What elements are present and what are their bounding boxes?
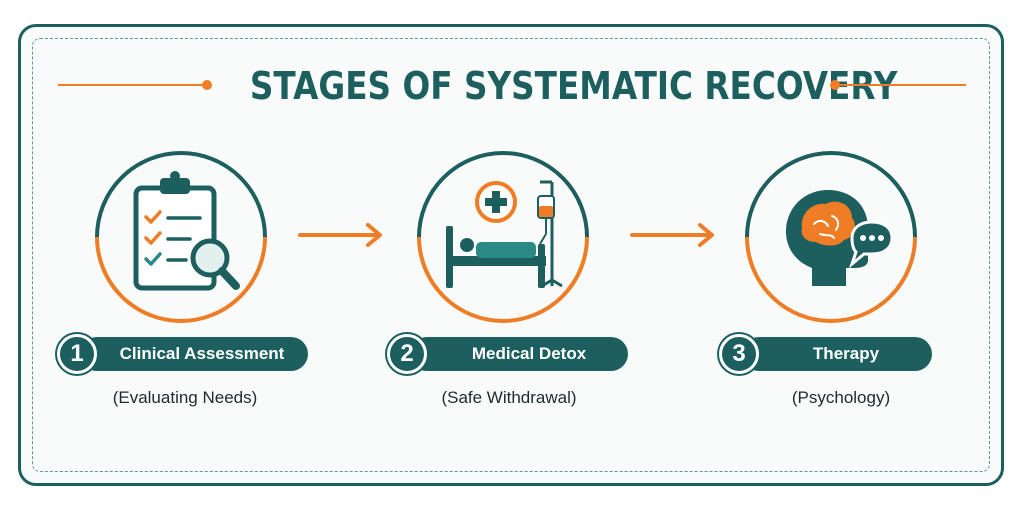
- stage-2-subtitle: (Safe Withdrawal): [441, 388, 577, 407]
- stage-1-number: 1: [57, 334, 97, 374]
- stage-1-label-pill: [80, 337, 308, 371]
- arrow-right-icon: [298, 223, 382, 247]
- stage-2-label-pill: [410, 337, 628, 371]
- title-dot-right: [830, 80, 840, 90]
- stage-3-circle: [745, 151, 917, 323]
- title-rule-right: [836, 84, 966, 86]
- stage-1-label: Clinical Assessment: [119, 344, 285, 363]
- head-brain-speech-icon: [786, 190, 894, 286]
- stage-3-label-pill: [742, 337, 932, 371]
- stage-3-subtitle: (Psychology): [791, 388, 891, 407]
- clipboard-magnifier-icon: [133, 171, 240, 291]
- page-title: STAGES OF SYSTEMATIC RECOVERY: [249, 64, 898, 108]
- stage-2-label: Medical Detox: [471, 344, 587, 363]
- stage-3-label: Therapy: [812, 344, 880, 363]
- stage-3-number: 3: [719, 334, 759, 374]
- title-rule-left: [58, 84, 206, 86]
- arrow-right-icon: [630, 223, 714, 247]
- card-dashed-border: [32, 38, 990, 472]
- title-dot-left: [202, 80, 212, 90]
- stage-2-number: 2: [387, 334, 427, 374]
- stage-1-subtitle: (Evaluating Needs): [112, 388, 258, 407]
- hospital-bed-iv-icon: [446, 180, 563, 288]
- stage-1-circle: [95, 151, 267, 323]
- stage-2-circle: [417, 151, 589, 323]
